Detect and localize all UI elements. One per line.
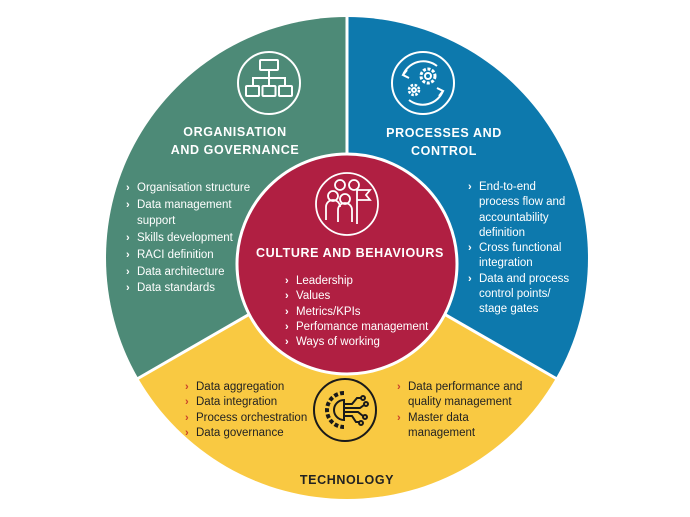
- list-item: ›Metrics/KPIs: [285, 305, 428, 320]
- list-item: ›Data aggregation: [185, 380, 307, 395]
- chevron-right-icon: ›: [468, 181, 472, 193]
- list-item: ›Data integration: [185, 395, 307, 410]
- chevron-right-icon: ›: [397, 411, 401, 424]
- chevron-right-icon: ›: [397, 381, 401, 393]
- list-item: ›Cross functional integration: [468, 242, 562, 270]
- list-item: ›Data and process control points/ stage …: [468, 272, 570, 316]
- list-item: ›Ways of working: [285, 335, 428, 350]
- chevron-right-icon: ›: [468, 242, 472, 255]
- list-item: ›Skills development: [126, 230, 250, 247]
- list-item: ›End-to-end process flow and accountabil…: [468, 181, 566, 239]
- list-item: ›Process orchestration: [185, 411, 307, 426]
- chevron-right-icon: ›: [285, 336, 289, 349]
- culture-behaviours-list: ›Leadership ›Values ›Metrics/KPIs ›Perfo…: [285, 274, 428, 350]
- tech-gear-circuit-icon: [313, 378, 377, 442]
- chevron-right-icon: ›: [468, 272, 472, 285]
- culture-behaviours-title: CULTURE AND BEHAVIOURS: [256, 246, 444, 260]
- list-item: ›Data governance: [185, 426, 307, 441]
- chevron-right-icon: ›: [126, 248, 130, 261]
- team-flag-icon: [315, 172, 379, 236]
- chevron-right-icon: ›: [126, 282, 130, 295]
- chevron-right-icon: ›: [126, 232, 130, 245]
- chevron-right-icon: ›: [285, 305, 289, 318]
- chevron-right-icon: ›: [126, 265, 130, 278]
- organisation-governance-title: ORGANISATION AND GOVERNANCE: [170, 125, 300, 157]
- chevron-right-icon: ›: [185, 411, 189, 424]
- gears-cycle-icon: [391, 51, 455, 115]
- list-item: ›RACI definition: [126, 247, 250, 264]
- org-chart-icon: [237, 51, 301, 115]
- technology-list-right: ›Data performance and quality management…: [397, 380, 522, 441]
- processes-control-list: ›End-to-end process flow and accountabil…: [468, 180, 569, 318]
- list-item: ›Data architecture: [126, 264, 250, 281]
- list-item: ›Values: [285, 289, 428, 304]
- chevron-right-icon: ›: [126, 198, 130, 211]
- organisation-governance-list: ›Organisation structure ›Data management…: [126, 180, 250, 297]
- list-item: ›Data management support: [126, 198, 232, 228]
- list-item: ›Data standards: [126, 280, 250, 297]
- technology-list-left: ›Data aggregation ›Data integration ›Pro…: [185, 380, 307, 441]
- chevron-right-icon: ›: [126, 182, 130, 194]
- list-item: ›Organisation structure: [126, 180, 250, 197]
- list-item: ›Perfomance management: [285, 320, 428, 335]
- list-item: ›Leadership: [285, 274, 428, 289]
- list-item: ›Master data management: [397, 411, 476, 439]
- chevron-right-icon: ›: [185, 381, 189, 393]
- technology-title: TECHNOLOGY: [299, 473, 395, 487]
- list-item: ›Data performance and quality management: [397, 381, 523, 409]
- chevron-right-icon: ›: [185, 426, 189, 439]
- processes-control-title: PROCESSES AND CONTROL: [386, 126, 502, 158]
- chevron-right-icon: ›: [185, 396, 189, 409]
- chevron-right-icon: ›: [285, 290, 289, 303]
- chevron-right-icon: ›: [285, 320, 289, 333]
- culture-behaviours-core: [235, 152, 459, 376]
- chevron-right-icon: ›: [285, 275, 289, 287]
